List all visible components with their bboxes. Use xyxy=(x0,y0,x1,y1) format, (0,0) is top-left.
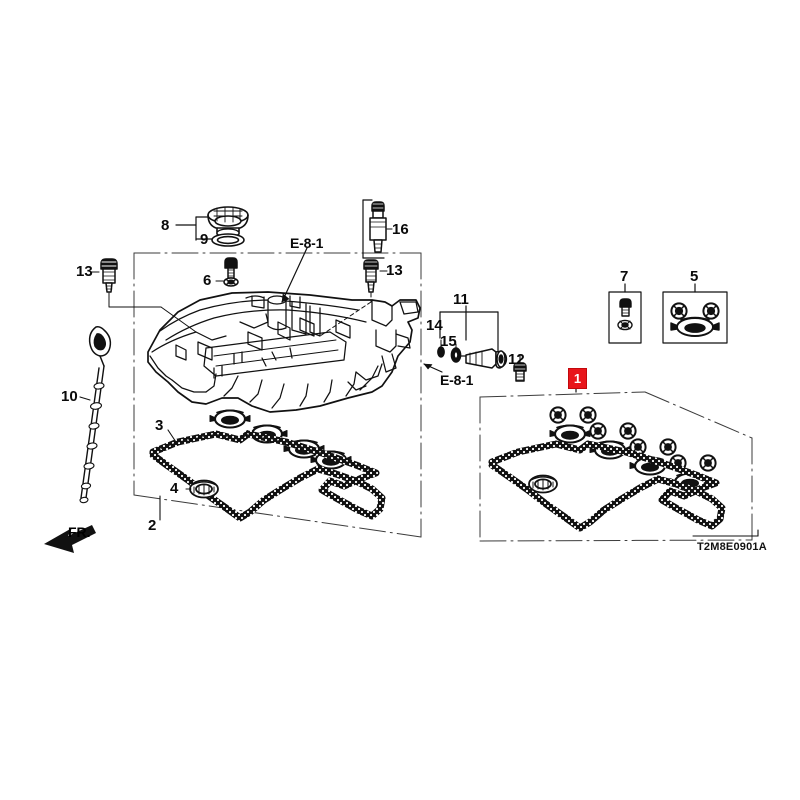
callout-13-left: 13 xyxy=(76,263,93,280)
callout-7: 7 xyxy=(620,268,629,285)
callout-8: 8 xyxy=(161,217,170,234)
callout-6: 6 xyxy=(203,272,212,289)
callout-2: 2 xyxy=(148,517,157,534)
callout-16: 16 xyxy=(392,221,409,238)
callout-13-right: 13 xyxy=(386,262,403,279)
highlighted-part-badge-1[interactable]: 1 xyxy=(568,368,587,389)
callout-12: 12 xyxy=(508,351,525,368)
diagram-code: T2M8E0901A xyxy=(697,541,767,553)
callout-10: 10 xyxy=(61,388,78,405)
callout-4: 4 xyxy=(170,480,179,497)
callout-9: 9 xyxy=(200,231,209,248)
callout-15: 15 xyxy=(440,333,457,350)
callout-3: 3 xyxy=(155,417,164,434)
reference-e-8-1-top: E-8-1 xyxy=(290,235,324,251)
callout-14: 14 xyxy=(426,317,443,334)
front-direction-label: FR. xyxy=(68,524,91,540)
callout-11: 11 xyxy=(453,291,469,308)
reference-e-8-1-lower: E-8-1 xyxy=(440,372,474,388)
callout-5: 5 xyxy=(690,268,699,285)
